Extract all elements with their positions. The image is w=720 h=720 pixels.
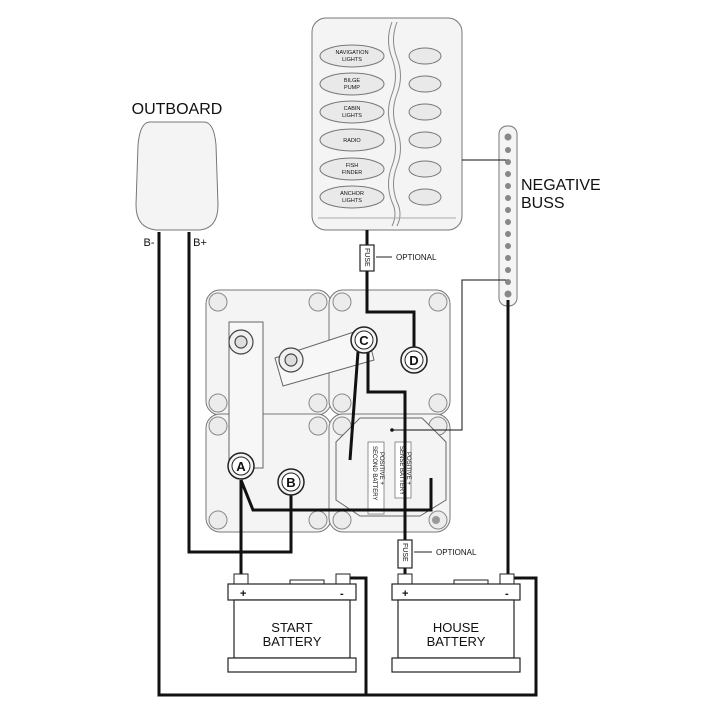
switch-label: NAVIGATION xyxy=(335,50,368,56)
terminal-d-label: D xyxy=(409,353,418,368)
fuse-top: FUSE OPTIONAL xyxy=(359,244,437,272)
switch-toggle[interactable] xyxy=(408,188,442,206)
outboard-body xyxy=(135,121,219,231)
acr-label-strip xyxy=(367,441,385,515)
terminal-a-label: A xyxy=(236,459,246,474)
switch-label-plate xyxy=(319,157,385,181)
outboard-neg-label: B- xyxy=(144,237,155,249)
buss-terminals xyxy=(504,133,512,298)
switch-panel: NAVIGATION LIGHTS BILGE PUMP CABIN LIGHT… xyxy=(311,17,463,231)
second-battery-label: SECOND BATTERY xyxy=(371,446,377,500)
bus-strap-diagonal xyxy=(274,327,375,387)
fuse-bottom: FUSE OPTIONAL xyxy=(397,539,477,569)
switch-label-plate xyxy=(319,185,385,209)
house-battery: + - HOUSE BATTERY xyxy=(391,573,521,673)
buss-label-line1: NEGATIVE xyxy=(521,177,601,194)
terminal-b-label: B xyxy=(286,475,295,490)
wire-acr-ground xyxy=(392,279,506,431)
outboard-pos-label: B+ xyxy=(193,237,207,249)
battery-switch-block: SECOND BATTERY POSITIVE + SENSE BATTERY … xyxy=(205,289,451,533)
wiring xyxy=(157,159,538,697)
switch-label: LIGHTS xyxy=(342,198,362,204)
terminal-a: A xyxy=(227,452,255,480)
fuse-top-optional: OPTIONAL xyxy=(396,253,437,262)
wire-house-negative-return xyxy=(366,576,538,697)
acr-screw xyxy=(432,516,440,524)
acr-module xyxy=(335,417,447,517)
switch-label: CABIN xyxy=(344,106,361,112)
switch-toggle[interactable] xyxy=(408,103,442,121)
start-pos-post xyxy=(233,573,249,585)
outboard-motor: OUTBOARD B- B+ xyxy=(132,101,223,249)
switch-row-anchor[interactable]: ANCHOR LIGHTS xyxy=(319,185,442,209)
switch-label: FINDER xyxy=(342,170,363,176)
sense-battery-positive-label: POSITIVE + xyxy=(405,452,411,485)
switch-row-navigation[interactable]: NAVIGATION LIGHTS xyxy=(319,44,442,68)
second-battery-positive-label: POSITIVE + xyxy=(378,452,384,485)
switch-row-radio[interactable]: RADIO xyxy=(319,128,442,152)
fuse-bottom-optional: OPTIONAL xyxy=(436,548,477,557)
switch-row-cabin[interactable]: CABIN LIGHTS xyxy=(319,100,442,124)
terminal-c: C xyxy=(350,326,378,354)
terminal-b: B xyxy=(277,468,305,496)
sense-battery-label: SENSE BATTERY xyxy=(398,446,404,495)
switch-label-plate xyxy=(319,128,385,152)
switch-label-plate xyxy=(319,44,385,68)
start-minus: - xyxy=(340,588,344,600)
outboard-title: OUTBOARD xyxy=(132,101,223,118)
start-battery: + - START BATTERY xyxy=(227,573,357,673)
start-battery-label-1: START xyxy=(271,620,312,635)
panel-divider-2 xyxy=(393,21,401,227)
buss-label-line2: BUSS xyxy=(521,195,565,212)
house-pos-post xyxy=(397,573,413,585)
wire-c-second-battery xyxy=(348,351,360,461)
switch-label: BILGE xyxy=(344,78,361,84)
switch-label: FISH xyxy=(346,163,359,169)
house-plus: + xyxy=(402,588,408,600)
terminal-c-label: C xyxy=(359,333,369,348)
house-battery-label-1: HOUSE xyxy=(433,620,480,635)
wire-c-fuse xyxy=(366,352,407,540)
fuse-top-label: FUSE xyxy=(363,248,370,267)
negative-buss: NEGATIVE BUSS xyxy=(498,125,601,307)
start-neg-post xyxy=(335,573,351,585)
switch-row-bilge[interactable]: BILGE PUMP xyxy=(319,72,442,96)
switch-label-plate xyxy=(319,72,385,96)
switch-toggle[interactable] xyxy=(408,160,442,178)
house-battery-label-2: BATTERY xyxy=(427,634,486,649)
panel-divider xyxy=(388,21,396,227)
switch-toggle[interactable] xyxy=(408,47,442,65)
acr-label-strip-2 xyxy=(394,441,412,499)
switch-label: LIGHTS xyxy=(342,113,362,119)
wire-a-sense xyxy=(239,478,433,512)
switch-toggle[interactable] xyxy=(408,75,442,93)
switch-label: ANCHOR xyxy=(340,191,364,197)
terminal-d: D xyxy=(400,346,428,374)
switch-label: LIGHTS xyxy=(342,57,362,63)
switch-toggle[interactable] xyxy=(408,131,442,149)
house-neg-post xyxy=(499,573,515,585)
switch-label: RADIO xyxy=(343,138,361,144)
start-battery-label-2: BATTERY xyxy=(263,634,322,649)
fuse-bottom-label: FUSE xyxy=(401,543,408,562)
wire-fuse-d xyxy=(365,270,416,350)
switch-row-fish-finder[interactable]: FISH FINDER xyxy=(319,157,442,181)
switch-label: PUMP xyxy=(344,85,360,91)
switch-label-plate xyxy=(319,100,385,124)
start-plus: + xyxy=(240,588,246,600)
house-minus: - xyxy=(505,588,509,600)
